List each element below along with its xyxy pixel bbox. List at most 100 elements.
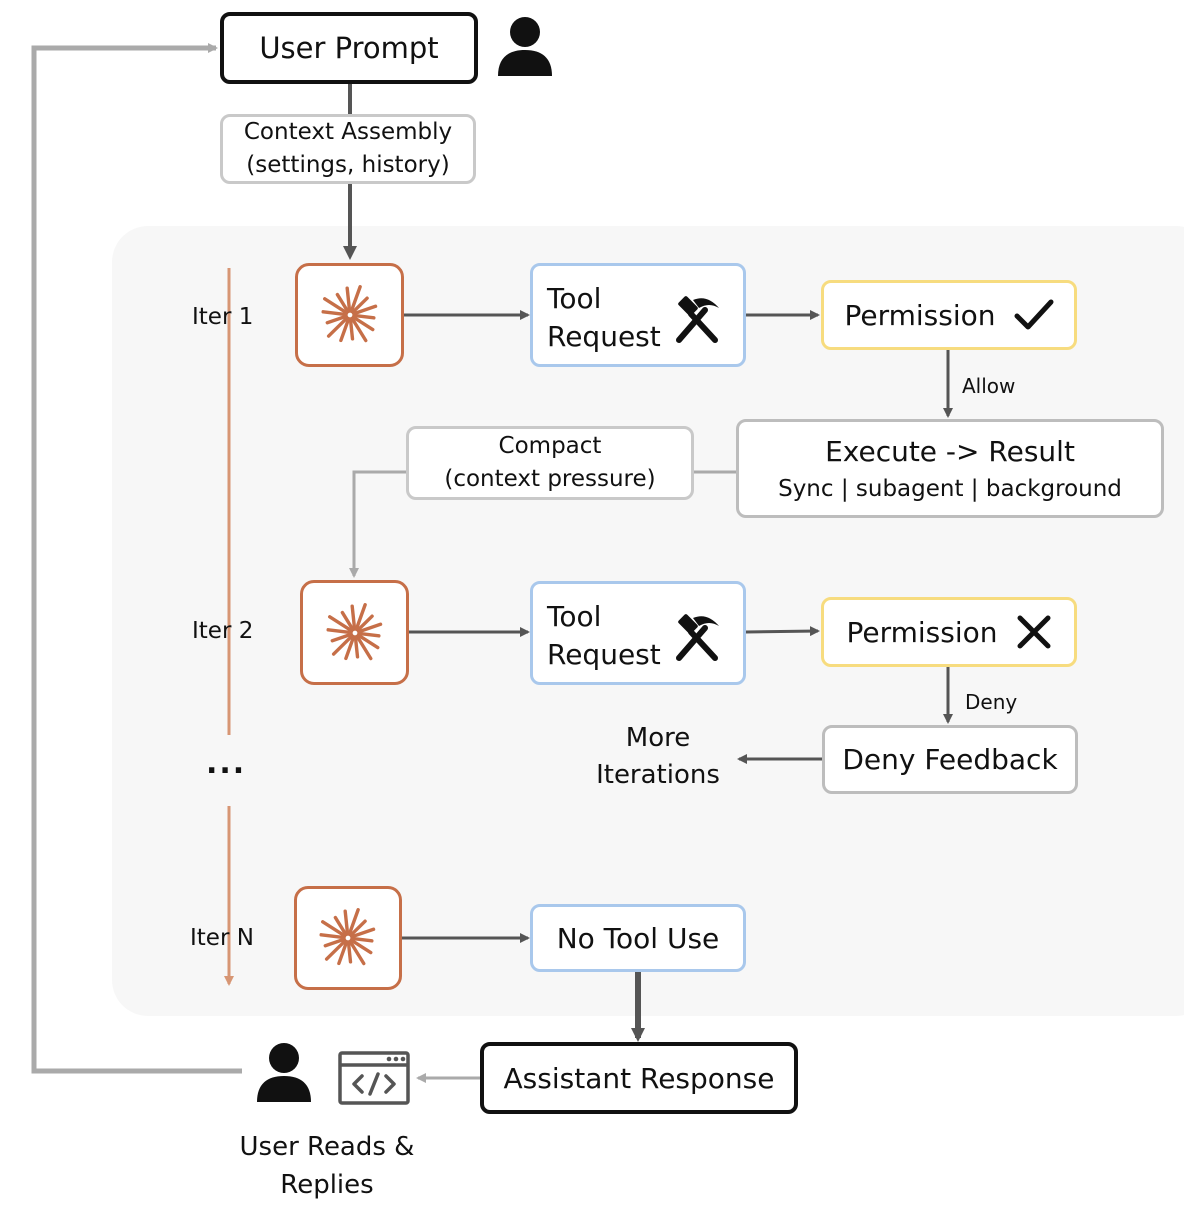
sparkle-ray: [355, 613, 374, 632]
sparkle-ray: [354, 602, 367, 631]
sparkle-ray: [349, 938, 373, 955]
sparkle-ray: [323, 937, 346, 948]
checkmark-icon: [1014, 299, 1054, 330]
user-prompt-label: User Prompt: [259, 31, 439, 65]
permission-node-denied: Permission: [821, 597, 1077, 667]
deny-feedback-node: Deny Feedback: [822, 725, 1078, 794]
user-icon: [257, 1043, 311, 1102]
sparkle-ray: [348, 939, 366, 966]
edge-feedback-loop: [31, 43, 242, 1074]
permission-label: Permission: [844, 298, 996, 332]
sparkle-ray: [321, 920, 347, 938]
sparkle-ray: [356, 622, 382, 633]
sparkle-ray: [331, 633, 354, 656]
execute-result-node: Execute -> Result Sync | subagent | back…: [736, 419, 1164, 518]
sparkle-ray: [322, 297, 348, 315]
hammer-pick-icon: [676, 614, 719, 661]
assistant-response-node: Assistant Response: [480, 1042, 798, 1114]
sparkle-ray: [344, 286, 351, 313]
cross-icon: [1017, 615, 1051, 649]
context-assembly-node: Context Assembly (settings, history): [220, 114, 476, 184]
more-iterations-line2: Iterations: [596, 760, 720, 790]
sparkle-ray: [346, 940, 353, 964]
hammer-pick-icon: [676, 296, 719, 343]
sparkle-ray: [343, 909, 350, 936]
sparkle-ray: [351, 304, 377, 316]
iteration-label-n: Iter N: [190, 925, 254, 951]
sparkle-icon: [320, 285, 377, 343]
compact-line1: Compact: [498, 433, 602, 459]
sparkle-ray: [349, 285, 362, 313]
execute-result-title: Execute -> Result: [825, 434, 1075, 468]
sparkle-ray: [356, 631, 381, 638]
more-iterations-line1: More: [625, 723, 691, 753]
sparkle-ray: [326, 316, 349, 338]
sparkle-ray: [337, 940, 349, 966]
tool-request-line1: Tool: [547, 282, 602, 315]
sparkle-ray: [327, 614, 353, 633]
tool-request-node-2: Tool Request: [530, 581, 746, 685]
user-reads-replies-label: User Reads & Replies: [207, 1128, 447, 1204]
allow-edge-label: Allow: [962, 374, 1016, 398]
agent-node-iter-2: [300, 580, 409, 685]
sparkle-ray: [349, 919, 367, 937]
sparkle-ray: [348, 317, 354, 341]
more-iterations-label: More Iterations: [580, 720, 736, 794]
sparkle-ray: [325, 627, 353, 634]
tool-request-line2: Request: [547, 320, 661, 353]
iteration-ellipsis: ...: [206, 746, 247, 781]
sparkle-ray: [349, 603, 356, 631]
sparkle-ray: [335, 292, 350, 314]
sparkle-ray: [340, 610, 355, 631]
compact-line2: (context pressure): [444, 466, 656, 492]
deny-edge-label: Deny: [965, 690, 1018, 714]
code-window-icon: [338, 1051, 410, 1105]
sparkle-ray: [350, 296, 369, 314]
user-prompt-node: User Prompt: [220, 12, 478, 84]
iteration-label-1: Iter 1: [192, 304, 254, 330]
sparkle-ray: [353, 634, 359, 659]
edge-tool2-to-permission2: [745, 626, 820, 637]
no-tool-use-node: No Tool Use: [530, 904, 746, 972]
sparkle-ray: [347, 908, 360, 936]
permission-node-allowed: Permission: [821, 280, 1077, 350]
sparkle-ray: [324, 939, 347, 961]
sparkle-ray: [356, 632, 379, 649]
context-assembly-line1: Context Assembly: [243, 119, 453, 145]
sparkle-ray: [354, 634, 372, 660]
sparkle-ray: [320, 310, 348, 317]
hammer-pick-glyph: [676, 296, 719, 343]
iteration-label-2: Iter 2: [192, 618, 254, 644]
assistant-response-label: Assistant Response: [503, 1061, 775, 1095]
permission-label: Permission: [846, 615, 998, 649]
sparkle-ray: [338, 317, 350, 343]
sparkle-ray: [349, 316, 367, 343]
execute-modes: Sync | subagent | background: [778, 475, 1122, 502]
compact-node: Compact (context pressure): [406, 426, 694, 500]
user-icon: [498, 17, 552, 76]
user-reads-line2: Replies: [280, 1170, 374, 1200]
tool-request-line1: Tool: [547, 600, 602, 633]
sparkle-ray: [333, 915, 348, 937]
user-reads-line1: User Reads &: [239, 1132, 415, 1162]
tool-request-node-1: Tool Request: [530, 263, 746, 367]
hammer-pick-glyph: [676, 614, 719, 661]
sparkle-ray: [350, 927, 376, 939]
context-assembly-line2: (settings, history): [246, 152, 450, 178]
agent-node-iter-1: [295, 263, 404, 367]
edge-compact-to-agent2: [349, 470, 409, 578]
sparkle-ray: [351, 313, 376, 320]
deny-feedback-label: Deny Feedback: [842, 743, 1058, 776]
sparkle-icon: [319, 908, 376, 966]
no-tool-use-label: No Tool Use: [556, 921, 720, 955]
sparkle-ray: [343, 634, 355, 660]
sparkle-ray: [325, 314, 348, 325]
sparkle-icon: [325, 602, 382, 660]
sparkle-ray: [351, 315, 374, 332]
agent-node-iter-n: [294, 886, 402, 990]
sparkle-ray: [350, 936, 374, 943]
tool-request-line2: Request: [547, 638, 661, 671]
sparkle-ray: [330, 632, 353, 642]
